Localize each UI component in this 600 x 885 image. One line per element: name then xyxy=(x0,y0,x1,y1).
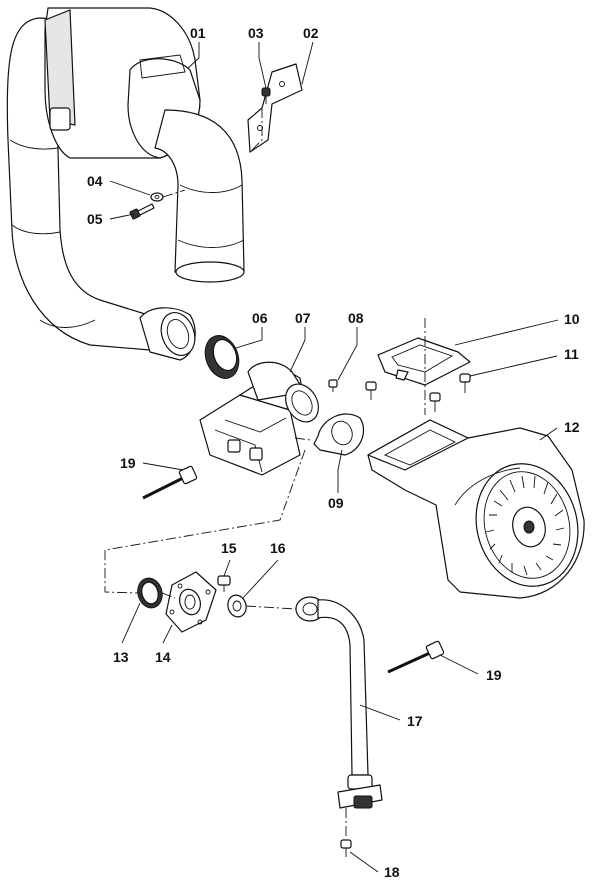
pipe-screw xyxy=(340,839,352,857)
bracket-screw xyxy=(261,87,271,104)
callout-19-upper: 19 xyxy=(120,455,136,471)
fan-grille xyxy=(485,475,565,576)
assembly-lines xyxy=(104,108,426,838)
o-ring xyxy=(137,577,163,609)
screw xyxy=(129,203,155,220)
fan-gasket xyxy=(377,337,471,386)
callout-labels: 01 02 03 04 05 06 07 08 09 10 11 12 13 1… xyxy=(87,25,580,880)
callout-08: 08 xyxy=(348,310,364,326)
callout-14: 14 xyxy=(155,649,171,665)
gas-pipe xyxy=(295,596,383,809)
gas-valve xyxy=(199,361,319,476)
callout-07: 07 xyxy=(295,310,311,326)
seal-washer xyxy=(227,594,247,618)
callout-05: 05 xyxy=(87,211,103,227)
callout-16: 16 xyxy=(270,540,286,556)
callout-19-lower: 19 xyxy=(486,667,502,683)
callout-18: 18 xyxy=(384,864,400,880)
washer xyxy=(150,192,164,202)
callout-15: 15 xyxy=(221,540,237,556)
fan-blower xyxy=(367,419,585,599)
seal-ring xyxy=(204,335,240,379)
callout-01: 01 xyxy=(190,25,206,41)
flange-plate xyxy=(165,571,217,633)
sensor-probe-lower xyxy=(387,640,445,674)
callout-06: 06 xyxy=(252,310,268,326)
callout-13: 13 xyxy=(113,649,129,665)
venturi-gasket xyxy=(313,413,365,456)
callout-02: 02 xyxy=(303,25,319,41)
sensor-probe-upper xyxy=(142,465,198,500)
callout-09: 09 xyxy=(328,495,344,511)
callout-11: 11 xyxy=(564,346,579,362)
mounting-bracket xyxy=(247,63,303,153)
valve-screw xyxy=(328,379,338,392)
callout-04: 04 xyxy=(87,173,103,189)
flange-screw xyxy=(217,575,231,592)
callout-12: 12 xyxy=(564,419,580,435)
fan-screw xyxy=(365,373,471,412)
air-intake-duct xyxy=(6,7,245,361)
callout-10: 10 xyxy=(564,311,580,327)
callout-17: 17 xyxy=(407,713,423,729)
leader-lines xyxy=(109,41,559,873)
callout-03: 03 xyxy=(248,25,264,41)
